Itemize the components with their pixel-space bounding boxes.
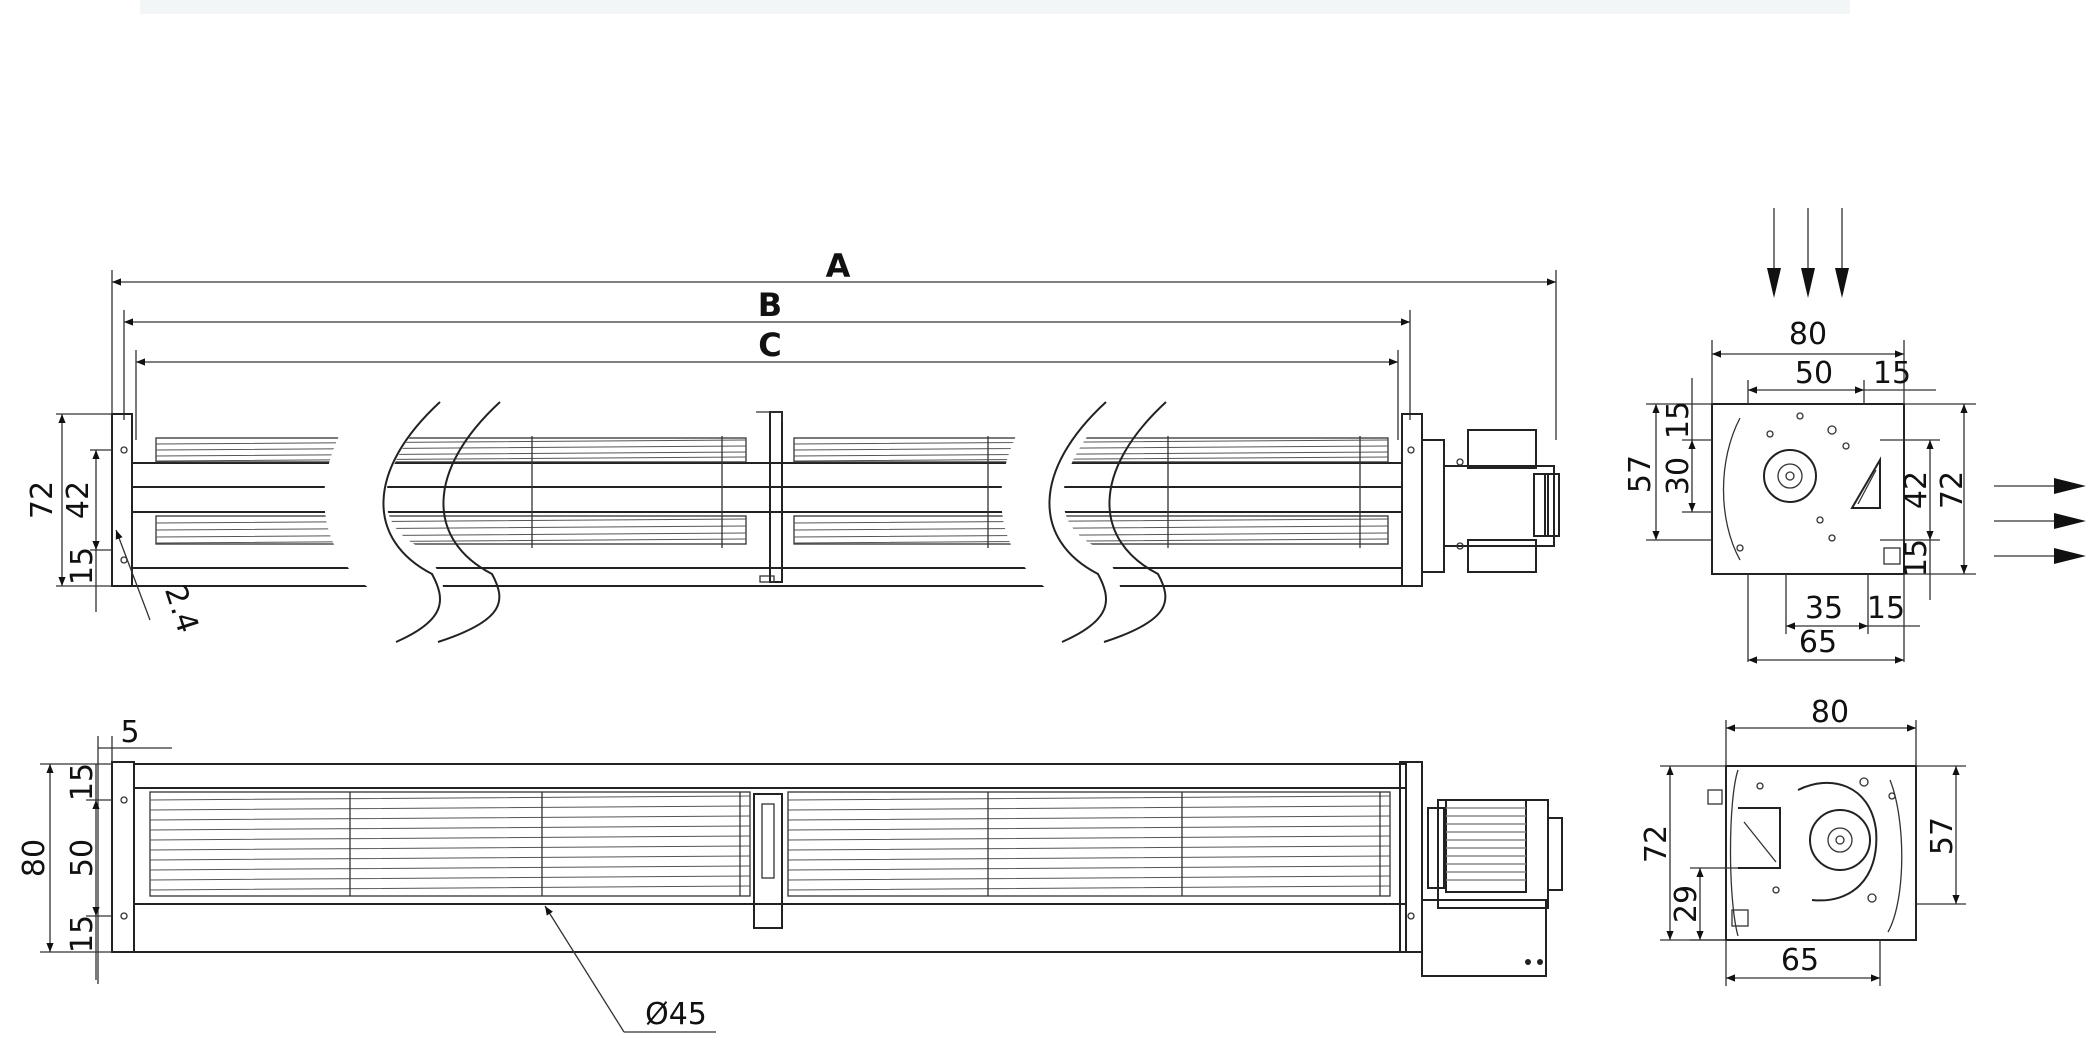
dim-15-right: 15 — [1899, 539, 1934, 577]
upper-impeller-band — [155, 437, 1389, 463]
break-gap — [324, 381, 445, 670]
break-mark — [1048, 401, 1107, 643]
dim-57: 57 — [1623, 455, 1658, 493]
end-view-top: 80 50 15 57 15 30 72 42 15 3 — [1623, 208, 2086, 664]
top-left-plate — [111, 761, 135, 953]
label-a: A — [826, 247, 851, 285]
top-view: 5 80 15 50 15 Ø45 — [17, 715, 1563, 1033]
motor-flange — [1797, 782, 1878, 902]
break-mark — [382, 401, 441, 643]
dim-15-bottom: 15 — [1867, 591, 1905, 626]
diameter-leader — [544, 905, 625, 1033]
dim-35: 35 — [1805, 591, 1843, 626]
top-center-bracket — [753, 793, 783, 929]
airflow-out-arrows — [1994, 478, 2086, 564]
dim-15: 15 — [65, 547, 100, 585]
corner-block — [1883, 547, 1901, 565]
mount-hole — [1407, 446, 1415, 454]
hub-bottom — [1809, 809, 1871, 871]
label-b: B — [758, 286, 782, 324]
dim-42: 42 — [61, 481, 96, 519]
end-view-bottom: 80 72 29 57 65 — [1639, 695, 1966, 986]
break-gap — [1001, 381, 1122, 670]
dim-15-top: 15 — [65, 763, 100, 801]
mount-hole — [120, 796, 128, 804]
end-housing-bottom — [1725, 765, 1917, 941]
hub — [1763, 449, 1817, 503]
motor-top — [1421, 799, 1563, 977]
break-mark — [437, 401, 501, 643]
dim-42-right: 42 — [1899, 471, 1934, 509]
mount-hole — [120, 446, 128, 454]
dim-72: 72 — [25, 481, 60, 519]
end-housing-top — [1711, 403, 1905, 575]
dim-15-bottom: 15 — [65, 915, 100, 953]
dim-2-4-leader — [115, 529, 151, 621]
mount-hole — [120, 912, 128, 920]
airflow-in-arrows — [1767, 208, 1849, 298]
scroll-curve — [1722, 417, 1741, 561]
top-margin-band — [140, 0, 1850, 14]
diameter-45: Ø45 — [645, 997, 707, 1032]
dim-29: 29 — [1669, 885, 1704, 923]
side-view: A B C — [25, 247, 1560, 670]
dim-15: 15 — [1873, 356, 1911, 391]
break-mark — [1103, 401, 1167, 643]
dim-15-left: 15 — [1661, 401, 1696, 439]
dim-5: 5 — [120, 715, 139, 750]
dim-72-right: 72 — [1935, 471, 1970, 509]
dim-50: 50 — [65, 839, 100, 877]
dim-65: 65 — [1799, 625, 1837, 660]
top-impeller — [149, 791, 1391, 897]
center-bracket — [769, 411, 783, 583]
label-c: C — [758, 326, 781, 364]
dim-80: 80 — [1789, 317, 1827, 352]
dim-2-4: 2.4 — [157, 581, 205, 637]
dim-50: 50 — [1795, 356, 1833, 391]
dim-72: 72 — [1639, 825, 1674, 863]
top-right-plate — [1399, 761, 1423, 953]
dim-80: 80 — [1811, 695, 1849, 730]
dim-80: 80 — [17, 839, 52, 877]
tongue — [1850, 456, 1881, 509]
dim-65: 65 — [1781, 943, 1819, 978]
top-housing — [133, 763, 1407, 953]
left-end-plate — [111, 413, 133, 587]
dim-57: 57 — [1925, 817, 1960, 855]
dim-30: 30 — [1661, 457, 1696, 495]
right-end-plate — [1401, 413, 1423, 587]
motor-side — [1421, 429, 1560, 573]
outlet-tongue — [1738, 807, 1781, 869]
